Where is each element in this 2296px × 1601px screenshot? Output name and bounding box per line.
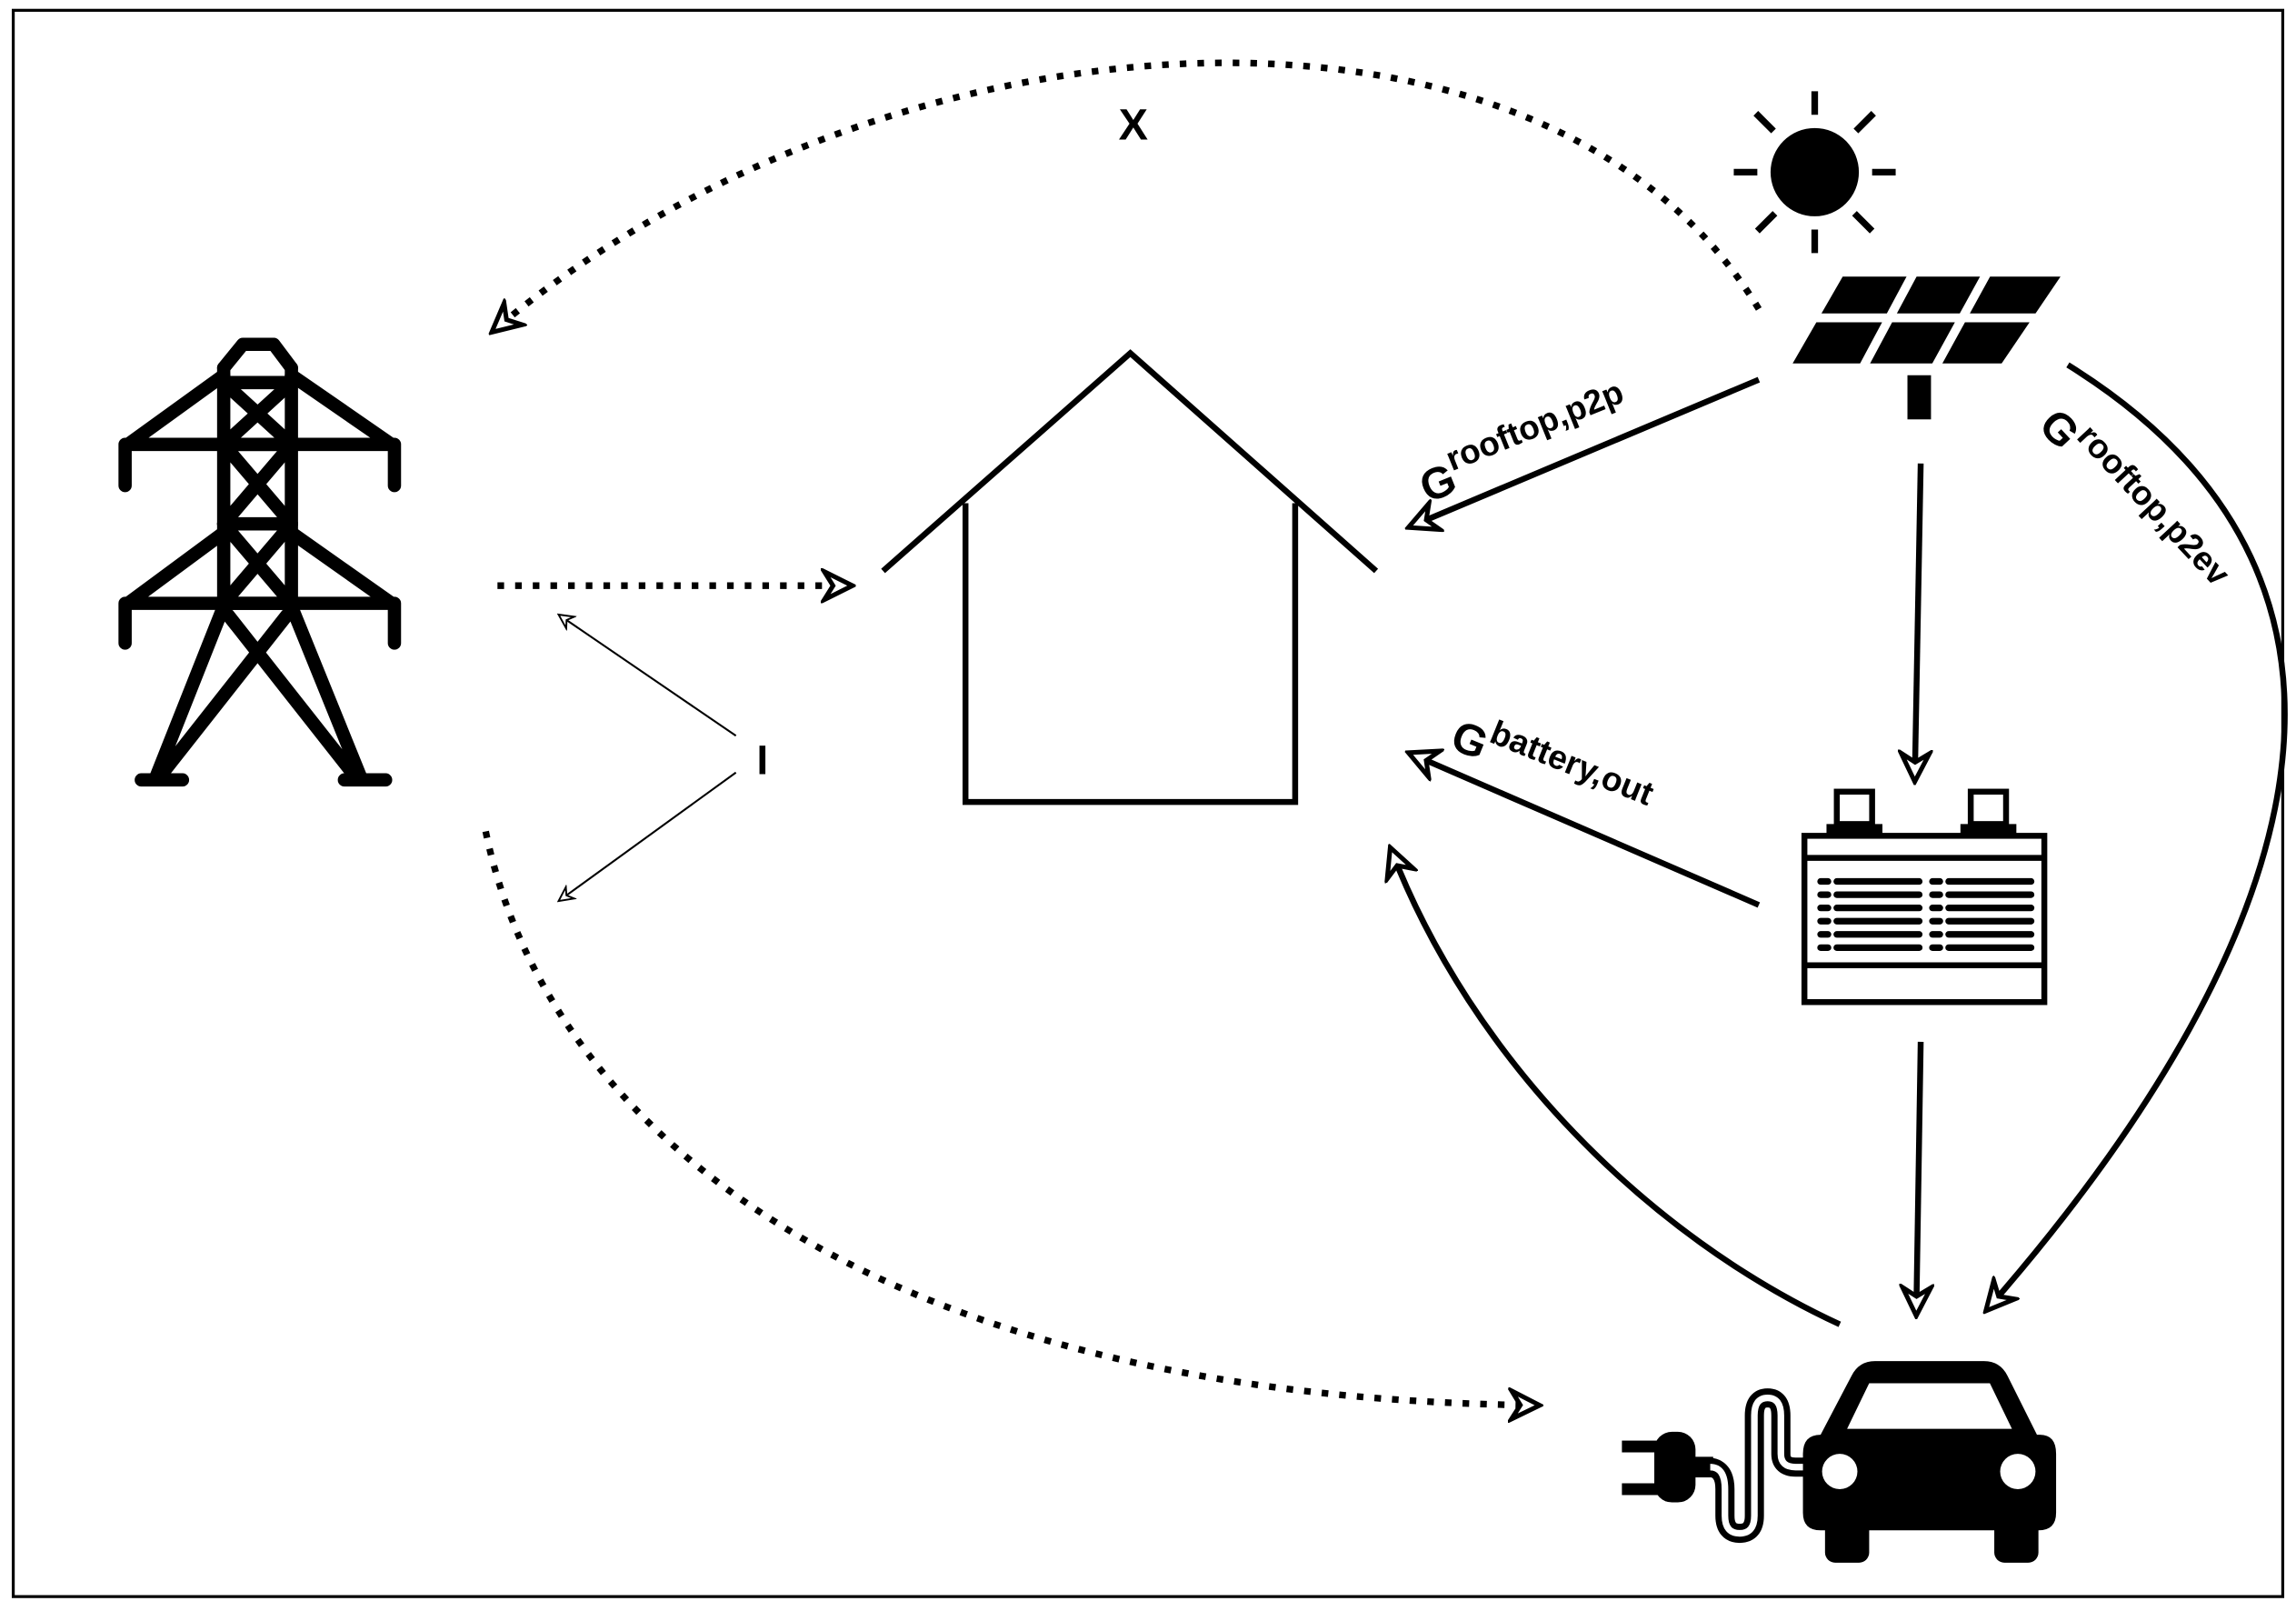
pv-to-house-arrow [1410,376,1761,527]
grid-to-ev-dotted-arrow [482,830,1538,1405]
plug-icon [1622,1388,1817,1544]
i-pointer-up-arrow [559,615,737,737]
solar-panel-icon [1792,265,2061,420]
battery-cell-rows [1817,877,2035,951]
pv-to-ev-arrow [1987,362,2288,1309]
sun-icon [1733,91,1896,254]
ev-to-house-arrow [1391,849,1842,1327]
battery-to-ev-arrow [1916,1041,1921,1314]
electric-car-icon [1802,1361,2057,1563]
battery-to-house-arrow [1410,754,1761,908]
label-i: I [756,736,768,783]
pv-to-battery-arrow [1915,463,1921,780]
i-pointer-down-arrow [559,771,737,901]
battery-icon [1801,788,2048,1006]
label-x: X [1119,101,1148,150]
house-icon [881,349,1379,806]
transmission-tower-icon [118,337,402,787]
